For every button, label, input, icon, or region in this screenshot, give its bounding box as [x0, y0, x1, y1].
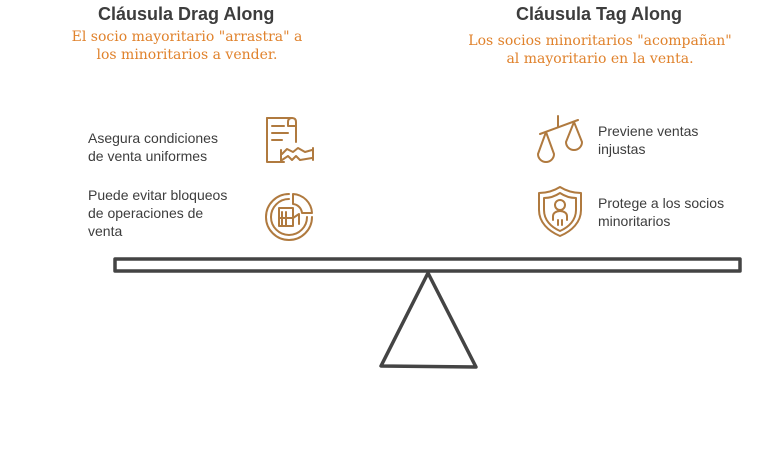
balance-scale-icon: [532, 112, 586, 166]
drag-along-subtitle-line2: los minoritarios a vender.: [96, 47, 278, 63]
item-line: injustas: [598, 141, 646, 157]
tag-along-subtitle-line1: Los socios minoritarios "acompañan": [468, 33, 732, 49]
drag-along-item-uniform-conditions: Asegura condiciones de venta uniformes: [88, 129, 218, 165]
tag-along-subtitle-line2: al mayoritario en la venta.: [506, 51, 694, 67]
drag-along-subtitle-line1: El socio mayoritario "arrastra" a: [71, 29, 303, 45]
item-line: Asegura condiciones: [88, 130, 218, 146]
shield-person-icon: [534, 184, 586, 240]
tag-along-item-protect-minority: Protege a los socios minoritarios: [598, 194, 724, 230]
tag-along-title: Cláusula Tag Along: [516, 4, 683, 24]
item-line: Previene ventas: [598, 123, 699, 139]
item-line: Puede evitar bloqueos: [88, 187, 228, 203]
seesaw-beam: [113, 257, 742, 273]
tag-along-subtitle: Los socios minoritarios "acompañan" al m…: [462, 32, 738, 68]
tag-along-item-unfair-sales: Previene ventas injustas: [598, 122, 698, 158]
item-line: venta: [88, 223, 123, 239]
item-line: Protege a los socios: [598, 195, 725, 211]
blocked-process-icon: [262, 190, 316, 244]
contract-handshake-icon: [262, 114, 318, 168]
drag-along-title: Cláusula Drag Along: [98, 4, 275, 24]
item-line: minoritarios: [598, 213, 671, 229]
drag-along-item-avoid-blocks: Puede evitar bloqueos de operaciones de …: [88, 186, 227, 240]
drag-along-subtitle: El socio mayoritario "arrastra" a los mi…: [62, 28, 312, 64]
seesaw-fulcrum: [379, 271, 478, 369]
item-line: de operaciones de: [88, 205, 204, 221]
item-line: de venta uniformes: [88, 148, 208, 164]
